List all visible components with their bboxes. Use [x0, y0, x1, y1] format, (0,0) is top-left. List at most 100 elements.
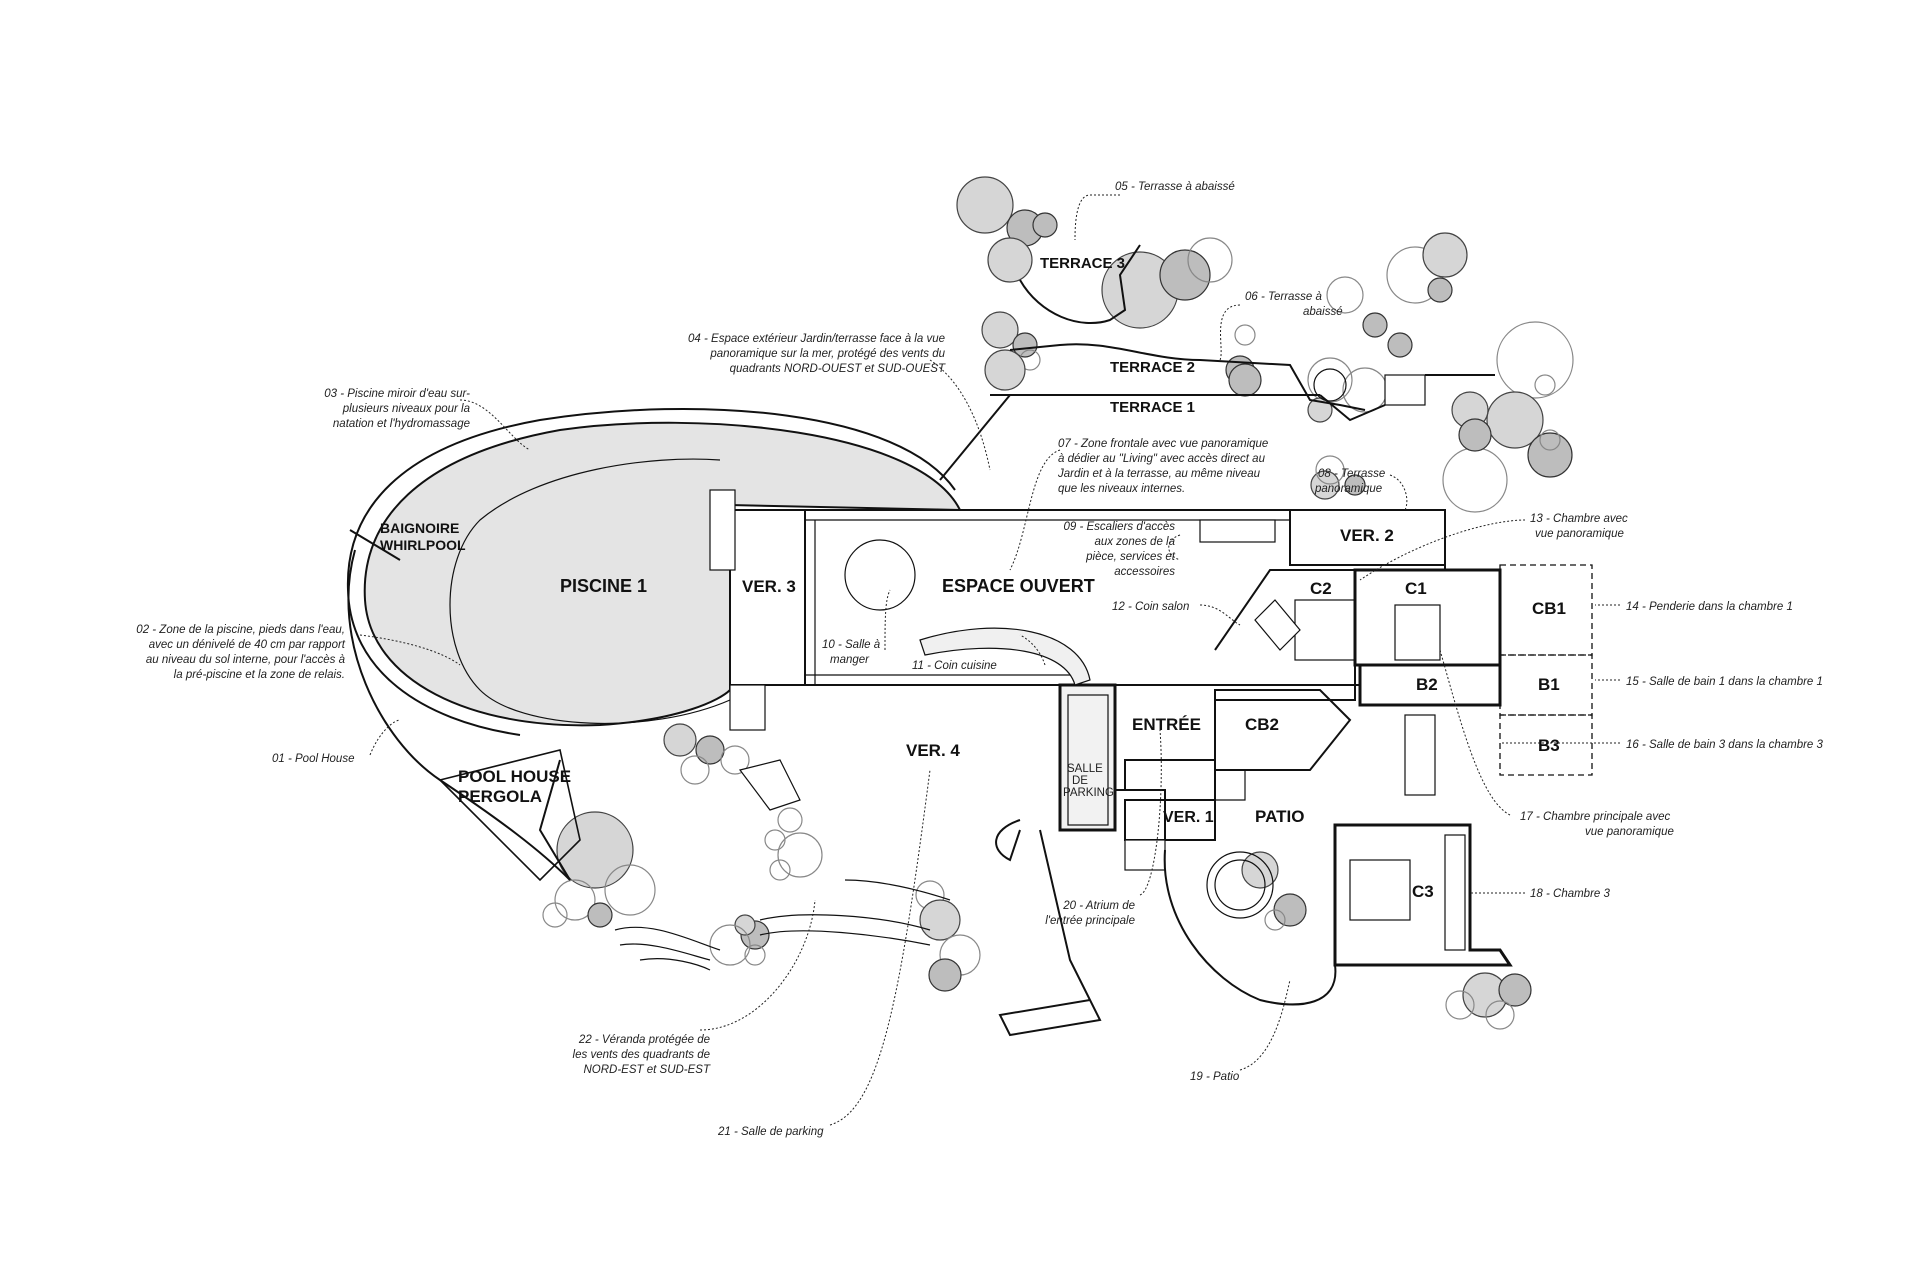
note-04: 04 - Espace extérieur Jardin/terrasse fa… — [688, 333, 946, 375]
leader-line — [459, 399, 531, 451]
note-08: 08 - Terrasse panoramique — [1314, 468, 1385, 495]
kitchen-counter — [919, 627, 1091, 686]
note-line: 20 - Atrium de — [1062, 900, 1135, 912]
leader-line — [1239, 979, 1291, 1071]
c3-wardrobe — [1444, 834, 1466, 951]
leader-line — [1219, 304, 1241, 361]
tree-icon — [1234, 324, 1256, 346]
note-line: à dédier au "Living" avec accès direct a… — [1058, 453, 1266, 465]
patio-round-seat — [1214, 859, 1266, 911]
terrace2-outline — [1009, 343, 1366, 411]
ver4-edge — [995, 819, 1021, 862]
note-17: 17 - Chambre principale avec vue panoram… — [1520, 811, 1674, 838]
tree-icon — [1273, 893, 1307, 927]
salle-parking-label: DE — [1072, 775, 1088, 787]
note-line: 06 - Terrasse à — [1245, 291, 1323, 303]
note-line: 08 - Terrasse — [1318, 468, 1385, 480]
leader-line — [929, 359, 991, 471]
tree-icon — [1187, 237, 1233, 283]
parking-room-inner — [1067, 694, 1109, 826]
note-line: au niveau du sol interne, pour l'accès à — [146, 654, 346, 666]
terrace-round-feature — [1313, 368, 1347, 402]
ver3-label: VER. 3 — [742, 577, 796, 596]
stairs-icon — [1384, 374, 1426, 406]
tree-icon — [1485, 1000, 1515, 1030]
whirlpool-label: WHIRLPOOL — [380, 537, 466, 553]
patio-round-seat — [1206, 851, 1274, 919]
note-line: la pré-piscine et la zone de relais. — [174, 669, 345, 681]
note-20: 20 - Atrium de l'entrée principale — [1045, 900, 1135, 927]
tree-icon — [1344, 474, 1366, 496]
note-19: 19 - Patio — [1190, 1071, 1240, 1083]
note-line: 09 - Escaliers d'accès — [1064, 521, 1176, 533]
note-14: 14 - Penderie dans la chambre 1 — [1626, 601, 1793, 613]
tree-icon — [777, 807, 803, 833]
note-line: plusieurs niveaux pour la — [342, 403, 470, 415]
espace-ouvert-label: ESPACE OUVERT — [942, 576, 1095, 596]
ver1-block — [1124, 799, 1216, 841]
note-02: 02 - Zone de la piscine, pieds dans l'ea… — [136, 624, 346, 681]
salle-parking-label: SALLE — [1067, 763, 1103, 775]
note-line: 22 - Véranda protégée de — [578, 1034, 710, 1046]
tree-icon — [604, 864, 656, 916]
tree-icon — [1032, 212, 1058, 238]
patio-outline — [1163, 849, 1337, 1006]
piscine-label: PISCINE 1 — [560, 576, 647, 596]
pool-outer-edge — [346, 407, 956, 736]
note-01: 01 - Pool House — [272, 753, 354, 765]
tree-icon — [1458, 418, 1492, 452]
stairs-icon — [729, 684, 766, 731]
tree-icon — [587, 902, 613, 928]
tree-icon — [764, 829, 786, 851]
c3-label: C3 — [1412, 882, 1434, 901]
note-15: 15 - Salle de bain 1 dans la chambre 1 — [1626, 676, 1823, 688]
note-line: aux zones de la — [1094, 536, 1175, 548]
note-line: pièce, services et — [1085, 551, 1176, 563]
tree-icon — [1264, 909, 1286, 931]
c1-room — [1353, 568, 1502, 667]
note-22: 22 - Véranda protégée de les vents des q… — [573, 1034, 711, 1076]
stairs-icon — [1124, 839, 1166, 871]
leader-line — [1389, 474, 1408, 511]
note-line: 03 - Piscine miroir d'eau sur- — [324, 388, 470, 400]
tree-icon — [1427, 277, 1453, 303]
tree-icon — [554, 879, 596, 921]
tree-icon — [1445, 990, 1475, 1020]
c3-bed — [1349, 859, 1411, 921]
pool-area — [363, 421, 962, 727]
note-line: panoramique sur la mer, protégé des vent… — [709, 348, 945, 360]
c2-wardrobe — [1294, 599, 1356, 661]
leader-line — [1009, 449, 1061, 571]
note-13: 13 - Chambre avec vue panoramique — [1530, 513, 1628, 540]
ver4-label: VER. 4 — [906, 741, 960, 760]
tree-icon — [1527, 432, 1573, 478]
note-12: 12 - Coin salon — [1112, 601, 1189, 613]
tree-icon — [680, 755, 710, 785]
tree-icon — [981, 311, 1019, 349]
tree-icon — [1539, 429, 1561, 451]
b2-room — [1358, 663, 1502, 707]
terrace-link-line — [939, 394, 1011, 481]
note-line: abaissé — [1303, 306, 1343, 318]
tree-icon — [1315, 455, 1345, 485]
leader-line — [1074, 194, 1120, 241]
note-07: 07 - Zone frontale avec vue panoramique … — [1057, 438, 1268, 495]
patio-outline — [1214, 770, 1246, 801]
note-line: les vents des quadrants de — [573, 1049, 710, 1061]
leader-line — [829, 769, 931, 1126]
b3-label: B3 — [1538, 736, 1560, 755]
b2-label: B2 — [1416, 675, 1438, 694]
c2-label: C2 — [1310, 579, 1332, 598]
note-line: panoramique — [1314, 483, 1382, 495]
note-03: 03 - Piscine miroir d'eau sur- plusieurs… — [324, 388, 470, 430]
stairs-icon — [1404, 714, 1436, 796]
note-06: 06 - Terrasse à abaissé — [1245, 291, 1343, 318]
baignoire-label: BAIGNOIRE — [380, 520, 459, 536]
b1-box — [1499, 654, 1593, 716]
note-line: 04 - Espace extérieur Jardin/terrasse fa… — [688, 333, 945, 345]
pool-house-label: POOL HOUSE — [458, 767, 571, 786]
note-10: 10 - Salle à manger — [822, 639, 881, 666]
note-line: que les niveaux internes. — [1058, 483, 1185, 495]
tree-icon — [919, 899, 961, 941]
